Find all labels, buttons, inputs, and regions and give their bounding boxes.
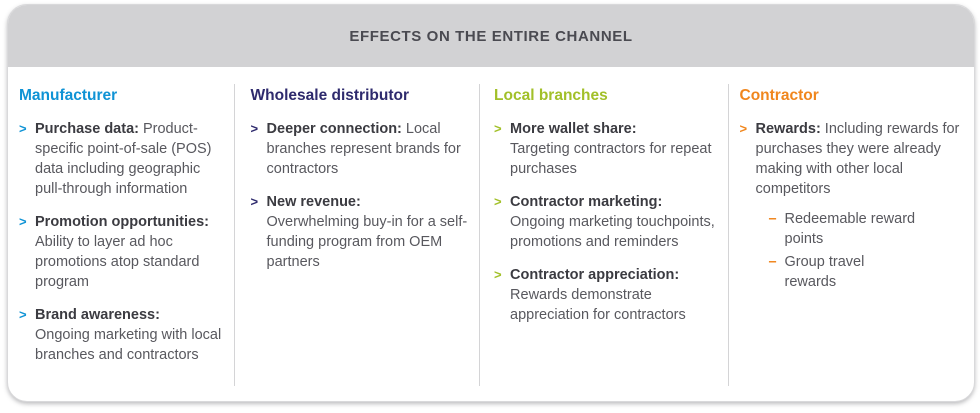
- item-label: More wallet share:: [510, 121, 637, 137]
- item-text: Ongoing marketing touchpoints, promotion…: [510, 214, 715, 250]
- column-title: Contractor: [739, 87, 819, 104]
- bullet-list: > Rewards:Including rewards for purchase…: [740, 119, 964, 292]
- sub-item: – Redeemable reward points: [769, 209, 919, 249]
- sub-list: – Redeemable reward points – Group trave…: [769, 209, 964, 292]
- chevron-bullet-icon: >: [494, 121, 502, 136]
- column-manufacturer: Manufacturer > Purchase data:Product-spe…: [8, 87, 234, 401]
- column-divider: [234, 84, 235, 386]
- chevron-bullet-icon: >: [19, 121, 27, 136]
- sub-item-text: Group travel rewards: [784, 254, 865, 290]
- item-label: Rewards:: [755, 121, 821, 137]
- bullet-list: > Deeper connection:Local branches repre…: [251, 119, 469, 272]
- columns-container: Manufacturer > Purchase data:Product-spe…: [8, 67, 974, 401]
- list-item: > Brand awareness: Ongoing marketing with…: [19, 305, 224, 365]
- list-item: > Contractor appreciation: Rewards demons…: [494, 265, 716, 325]
- channel-effects-card: EFFECTS ON THE ENTIRE CHANNEL Manufactur…: [7, 4, 975, 402]
- sub-item-text: Redeemable reward points: [784, 211, 916, 247]
- dash-bullet-icon: –: [768, 211, 777, 227]
- item-label: Contractor appreciation:: [510, 267, 680, 283]
- list-item: > Purchase data:Product-specific point-o…: [19, 119, 224, 199]
- item-label: New revenue:: [266, 194, 361, 210]
- item-label: Deeper connection:: [266, 121, 402, 137]
- column-title: Local branches: [494, 87, 608, 104]
- list-item: > More wallet share: Targeting contractor…: [494, 119, 716, 179]
- item-text: Local branches represent brands for cont…: [266, 121, 461, 177]
- list-item: > Promotion opportunities: Ability to lay…: [19, 212, 224, 292]
- item-text: Product-specific point-of-sale (POS) dat…: [35, 121, 212, 197]
- chevron-bullet-icon: >: [494, 267, 502, 282]
- item-text: Ability to layer ad hoc promotions atop …: [35, 234, 200, 290]
- list-item: > Deeper connection:Local branches repre…: [251, 119, 469, 179]
- chevron-bullet-icon: >: [250, 194, 259, 209]
- list-item: > Rewards:Including rewards for purchase…: [740, 119, 964, 292]
- column-title: Wholesale distributor: [250, 87, 409, 104]
- item-label: Contractor marketing:: [510, 194, 663, 210]
- column-divider: [479, 84, 480, 386]
- sub-item: – Group travel rewards: [769, 252, 919, 292]
- item-text: Targeting contractors for repeat purchas…: [510, 141, 712, 177]
- chevron-bullet-icon: >: [19, 214, 27, 229]
- bullet-list: > Purchase data:Product-specific point-o…: [19, 119, 224, 365]
- item-text: Ongoing marketing with local branches an…: [35, 327, 222, 363]
- item-text: Overwhelming buy-in for a self-funding p…: [266, 214, 468, 270]
- column-title: Manufacturer: [19, 87, 118, 104]
- item-label: Brand awareness:: [35, 307, 160, 323]
- chevron-bullet-icon: >: [250, 121, 259, 136]
- chevron-bullet-icon: >: [739, 121, 748, 136]
- column-wholesale-distributor: Wholesale distributor > Deeper connectio…: [234, 87, 479, 401]
- item-label: Promotion opportunities:: [35, 214, 209, 230]
- chevron-bullet-icon: >: [19, 307, 27, 322]
- list-item: > New revenue: Overwhelming buy-in for a …: [251, 192, 469, 272]
- dash-bullet-icon: –: [768, 254, 777, 270]
- item-label: Purchase data:: [35, 121, 139, 137]
- bullet-list: > More wallet share: Targeting contractor…: [494, 119, 716, 325]
- item-text: Including rewards for purchases they wer…: [755, 121, 960, 197]
- header-bar: EFFECTS ON THE ENTIRE CHANNEL: [8, 5, 974, 67]
- column-contractor: Contractor > Rewards:Including rewards f…: [727, 87, 974, 401]
- page-title: EFFECTS ON THE ENTIRE CHANNEL: [349, 27, 633, 45]
- column-divider: [728, 84, 729, 386]
- chevron-bullet-icon: >: [494, 194, 502, 209]
- list-item: > Contractor marketing: Ongoing marketing…: [494, 192, 716, 252]
- item-text: Rewards demonstrate appreciation for con…: [510, 287, 686, 323]
- column-local-branches: Local branches > More wallet share: Targe…: [478, 87, 726, 401]
